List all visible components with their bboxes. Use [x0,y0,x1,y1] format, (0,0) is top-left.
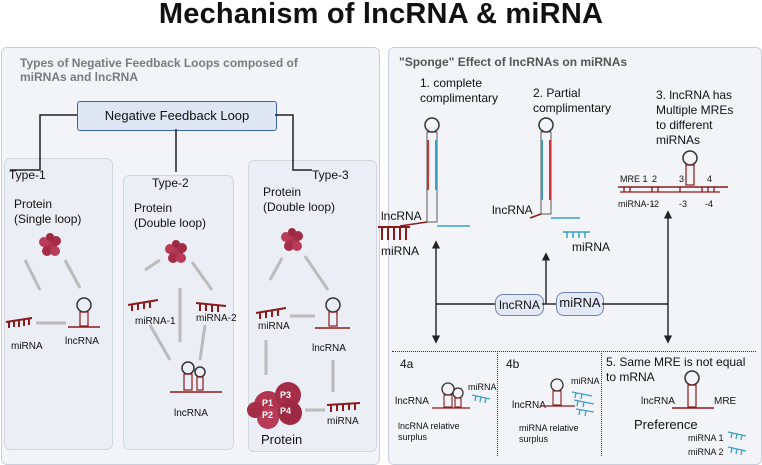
s2-line1: 2. Partial [533,86,581,100]
type2-mirna1-icon [127,299,159,311]
left-heading-line1: Types of Negative Feedback Loops compose… [20,56,298,70]
s3-line1: 3. lncRNA has [656,88,733,102]
s1-lncrna-hairpin-icon [399,117,470,227]
type3-protein-bottom-label: Protein [261,432,303,447]
type2-lncrna-label: lncRNA [174,408,208,419]
s4b-label: 4b [506,357,520,371]
type3-graphics: P1 P2 P3 P4 [247,228,361,429]
s4a-lncrna-icon [432,382,491,409]
type2-lncrna-icon [170,361,222,393]
s3-line2: Multiple MREs [656,103,734,117]
page-title: Mechanism of lncRNA & miRNA [158,0,604,30]
s5-mirna2-label: miRNA 2 [688,447,724,457]
s1-lncrna-label: lncRNA [381,209,422,223]
type3-label: Type-3 [312,168,349,182]
s1-mirna-icon [378,226,410,240]
s2-lncrna-label: lncRNA [492,203,533,217]
divider-4b-5 [601,351,602,456]
s4b-lncrna-label: lncRNA [512,400,546,411]
s1-line1: 1. complete [420,76,483,90]
center-mirna-pill: miRNA [556,292,604,316]
s5-lncrna-icon [672,370,747,456]
s5-mre-label: MRE [714,396,737,407]
s3-mirna-row-icon [620,187,720,193]
divider-4a-4b [497,351,498,456]
s2-lncrna-hairpin-icon [529,117,580,219]
s4a-lncrna-label: lncRNA [395,396,429,407]
type2-label: Type-2 [152,176,189,190]
mirna3-label: -3 [679,199,688,209]
s2-line2: complimentary [533,101,612,115]
s4b-mirna-label: miRNA [571,376,600,386]
type3-mirna-top-label: miRNA [258,321,290,332]
s3-lncrna-mre-icon [618,150,728,188]
type3-loop-label: (Double loop) [263,200,336,214]
type2-graphics [127,240,227,393]
subunit-p1: P1 [262,398,273,408]
type2-loop-label: (Double loop) [134,216,207,230]
s2-mirna-icon [563,231,590,238]
s5-line2: to mRNA [606,370,655,384]
mre1-label: MRE 1 [620,174,648,184]
right-heading: "Sponge" Effect of lncRNAs on miRNAs [399,55,628,69]
type3-mirna-top-icon [255,307,287,319]
type1-graphics [5,233,100,328]
nfl-connectors [10,114,312,172]
mirna2-label: -2 [651,199,660,209]
s2-mirna-label: miRNA [572,240,610,254]
type3-protein-complex-icon: P1 P2 P3 P4 [247,382,302,429]
type1-label: Type-1 [9,168,46,182]
type1-lncrna-icon [68,297,100,328]
mre3-label: 3 [679,174,685,184]
s5-preference-label: Preference [634,417,698,432]
s1-mirna-label: miRNA [381,244,419,258]
type3-lncrna-icon [315,297,350,329]
s4a-caption-2: surplus [398,432,428,442]
type1-lncrna-label: lncRNA [65,336,99,347]
mirna4-label: -4 [705,199,714,209]
type1-mirna-label: miRNA [11,341,43,352]
mirna1-label: miRNA-1 [618,199,655,209]
type1-mirna-icon [5,317,33,328]
mre4-label: 4 [707,174,713,184]
s3-line4: miRNAs [656,133,700,147]
type3-mirna-bottom-icon [326,402,361,412]
type1-panel [4,158,113,450]
type1-loop-label: (Single loop) [14,212,82,226]
s4b-caption-2: surplus [519,434,549,444]
s5-lncrna-label: lncRNA [641,396,675,407]
type3-mirna-bottom-label: miRNA [327,416,359,427]
type3-protein-icon [281,228,303,251]
s1-line2: complimentary [420,91,499,105]
subunit-p3: P3 [280,390,291,400]
type2-mirna2-icon [195,302,227,312]
s4a-mirna-label: miRNA [468,382,497,392]
subunit-p4: P4 [280,406,291,416]
s5-line1: 5. Same MRE is not equal [606,355,746,369]
s3-line3: to different [656,118,713,132]
type3-protein-label: Protein [263,185,302,199]
type1-protein-label: Protein [14,197,53,211]
s4b-lncrna-icon [540,378,595,417]
negative-feedback-loop-box: Negative Feedback Loop [77,101,277,131]
center-lncrna-pill: lncRNA [495,294,544,316]
type2-mirna2-label: miRNA-2 [196,313,237,324]
type3-lncrna-label: lncRNA [312,343,346,354]
subunit-p2: P2 [262,410,273,420]
type2-protein-icon [165,240,187,263]
sponge-arrows [431,210,673,344]
type1-protein-icon [39,233,61,256]
s4a-caption-1: lncRNA relative [398,421,460,431]
type2-protein-label: Protein [134,201,173,215]
s5-mirna1-label: miRNA 1 [688,433,724,443]
s4a-label: 4a [400,357,414,371]
mre2-label: 2 [652,174,658,184]
divider-horizontal [392,351,756,352]
s4b-caption-1: miRNA relative [519,423,579,433]
type2-mirna1-label: miRNA-1 [135,316,176,327]
left-heading-line2: miRNAs and lncRNA [20,70,139,84]
